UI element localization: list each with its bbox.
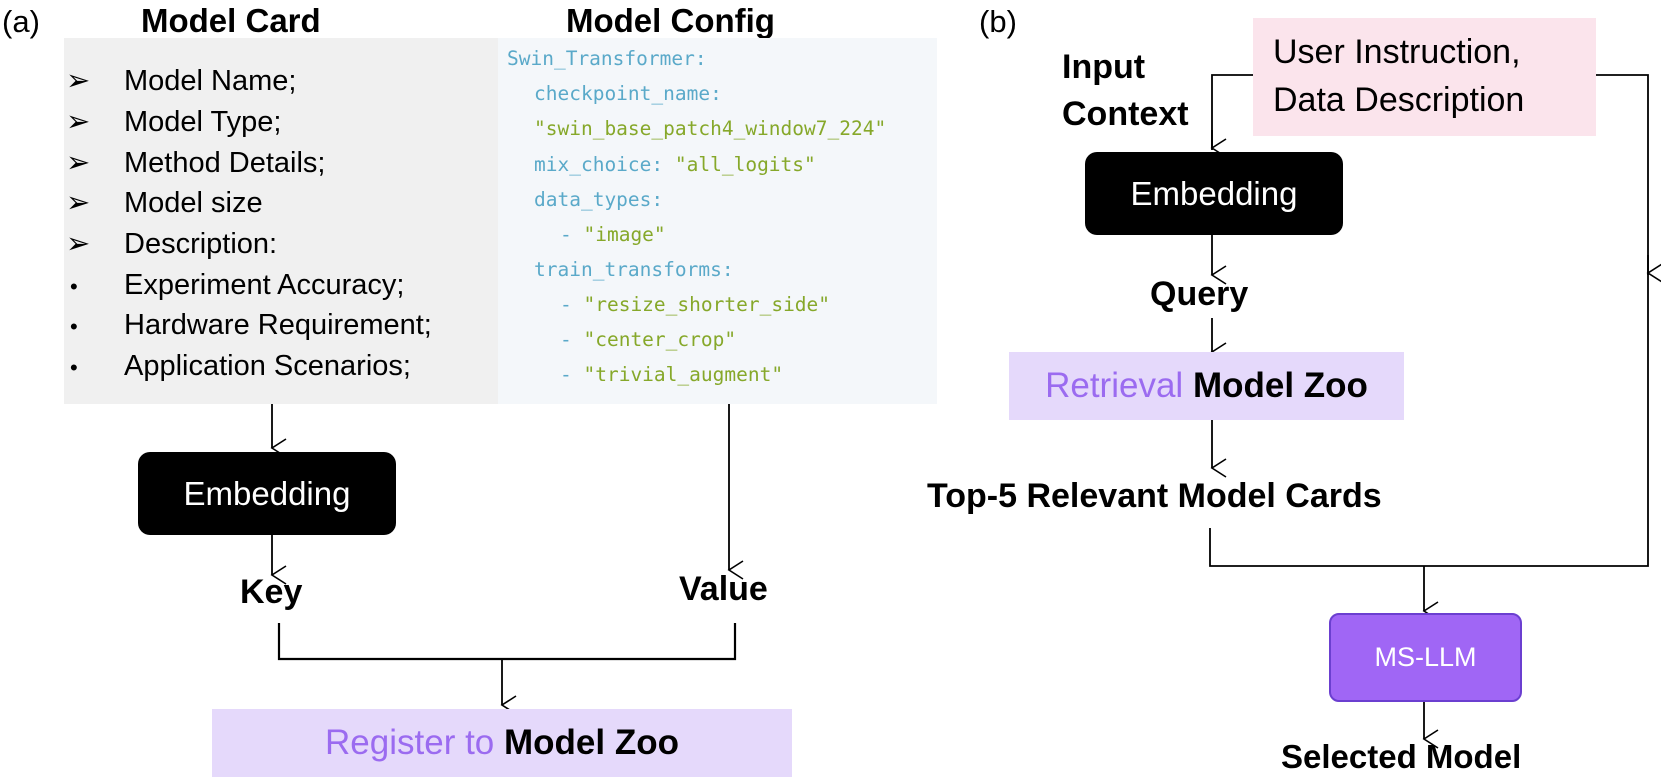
list-item: ➢Description: <box>66 228 278 260</box>
list-item: ➢Model Type; <box>66 106 282 138</box>
config-line: train_transforms: <box>534 258 734 281</box>
model-card-title: Model Card <box>141 2 321 39</box>
config-line: data_types: <box>534 188 664 211</box>
query-label: Query <box>1150 275 1249 313</box>
ms-llm-box: MS-LLM <box>1329 613 1522 702</box>
panel-a-letter: (a) <box>2 4 40 39</box>
panel-b-letter: (b) <box>979 4 1017 39</box>
key-value-join-line <box>277 623 737 661</box>
config-line: - "image" <box>560 223 666 246</box>
retrieval-model-zoo-box: Retrieval Model Zoo <box>1009 352 1404 420</box>
arrowhead-bullet-icon: ➢ <box>66 147 91 179</box>
list-item: •Experiment Accuracy; <box>66 268 404 304</box>
list-item: ➢Model size <box>66 187 263 219</box>
input-context-label: Input Context <box>1062 48 1189 133</box>
top5-join-line <box>1209 273 1649 567</box>
embedding-box-a: Embedding <box>138 452 396 535</box>
config-line: mix_choice: "all_logits" <box>534 153 816 176</box>
user-instruction-box: User Instruction, Data Description <box>1253 18 1596 136</box>
key-label: Key <box>240 573 303 611</box>
model-config-box <box>498 38 937 404</box>
arrow-instruction-to-embedding <box>1211 74 1263 150</box>
register-model-zoo-box: Register to Model Zoo <box>212 709 792 777</box>
list-item: •Hardware Requirement; <box>66 308 432 344</box>
arrowhead-bullet-icon: ➢ <box>66 106 91 138</box>
dot-bullet-icon: • <box>70 274 78 299</box>
config-line: - "center_crop" <box>560 328 737 351</box>
arrowhead-bullet-icon: ➢ <box>66 65 91 97</box>
list-item: •Application Scenarios; <box>66 349 411 385</box>
model-card-box <box>64 38 498 404</box>
config-line: "swin_base_patch4_window7_224" <box>534 117 887 140</box>
config-line: checkpoint_name: <box>534 82 722 105</box>
dot-bullet-icon: • <box>70 314 78 339</box>
list-item: ➢Method Details; <box>66 147 326 179</box>
arrowhead-bullet-icon: ➢ <box>66 187 91 219</box>
config-line: - "resize_shorter_side" <box>560 293 831 316</box>
list-item: ➢Model Name; <box>66 65 297 97</box>
model-config-title: Model Config <box>566 2 775 39</box>
config-line: Swin_Transformer: <box>507 47 707 70</box>
value-label: Value <box>679 570 768 608</box>
arrow-instruction-right <box>1593 74 1649 275</box>
top5-label: Top-5 Relevant Model Cards <box>927 477 1382 515</box>
selected-model-label: Selected Model <box>1281 738 1522 775</box>
arrowhead-bullet-icon: ➢ <box>66 228 91 260</box>
config-line: - "trivial_augment" <box>560 363 784 386</box>
dot-bullet-icon: • <box>70 355 78 380</box>
embedding-box-b: Embedding <box>1085 152 1343 235</box>
